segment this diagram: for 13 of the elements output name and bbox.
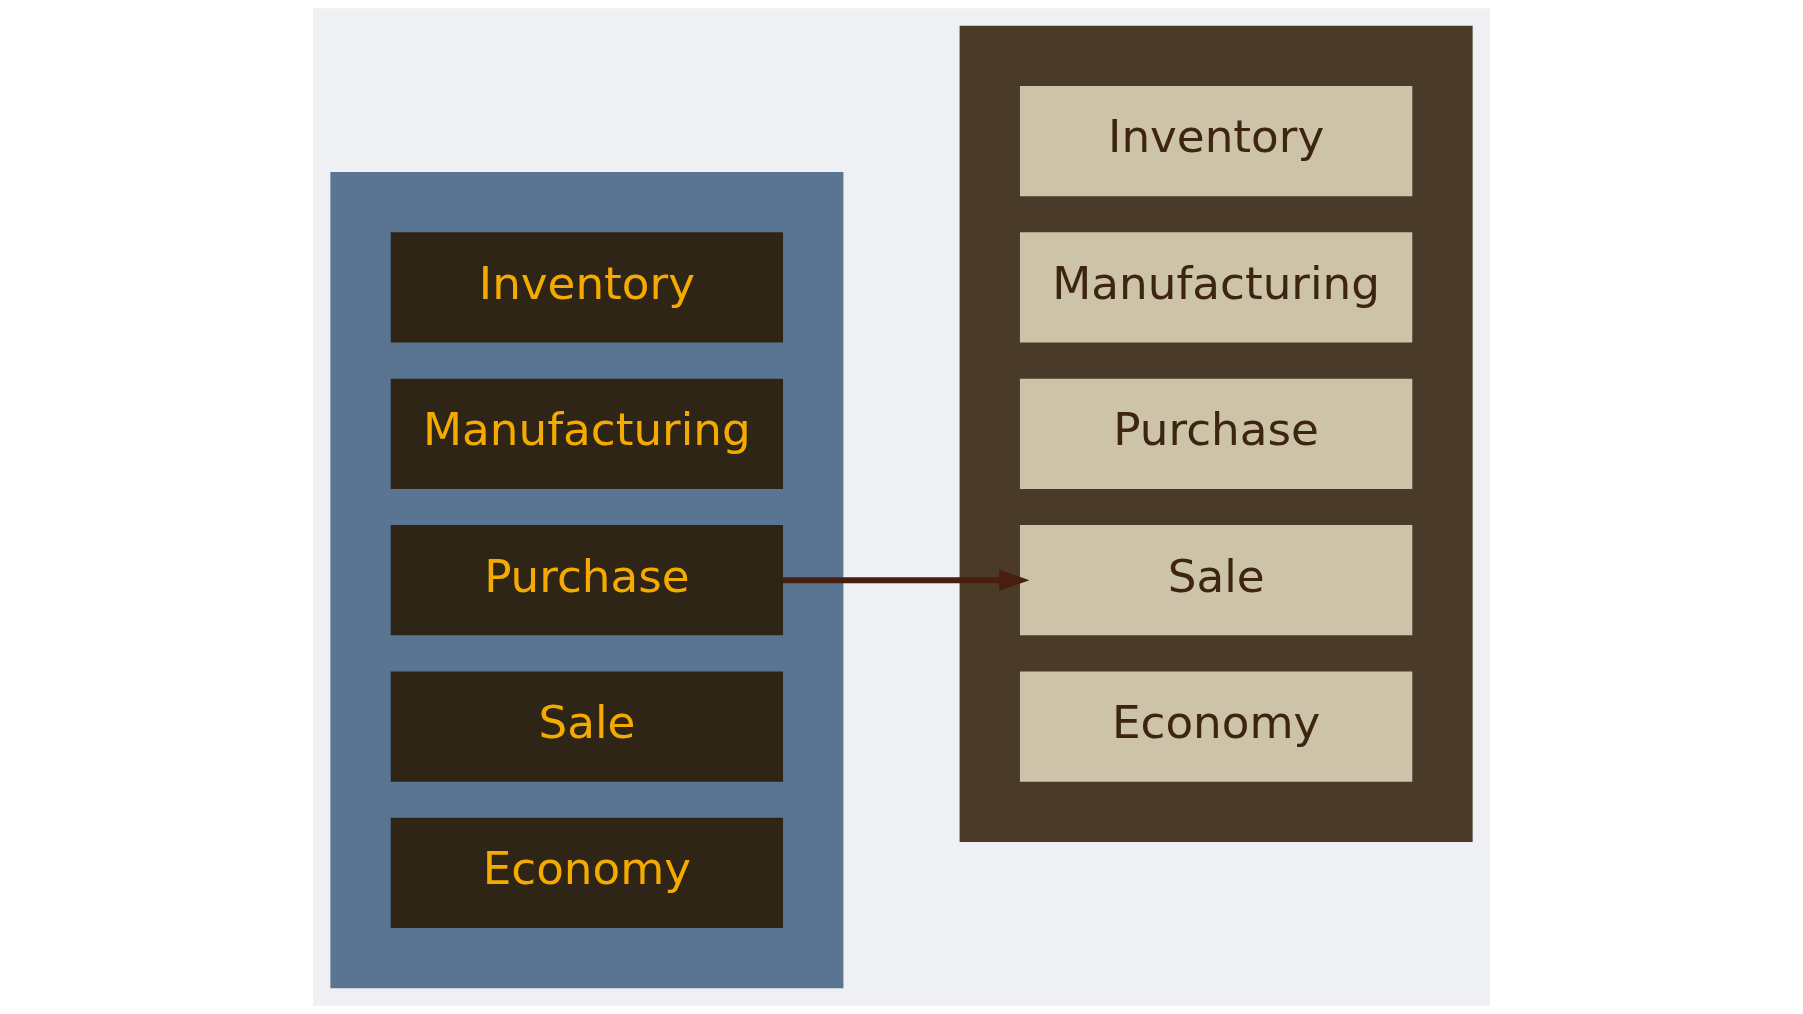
node-box: Inventory [1019,86,1413,197]
node-box: Manufacturing [1019,232,1413,343]
node-box: Manufacturing [390,378,784,489]
node-box: Purchase [1019,378,1413,489]
arrow [782,569,1030,591]
node-box: Economy [1019,671,1413,782]
node-box: Economy [390,817,784,928]
cluster [959,25,1473,842]
node-box: Sale [390,671,784,782]
cluster [330,172,844,989]
node-box: Purchase [390,525,784,636]
node-box: Inventory [390,232,784,343]
node-box: Sale [1019,525,1413,636]
